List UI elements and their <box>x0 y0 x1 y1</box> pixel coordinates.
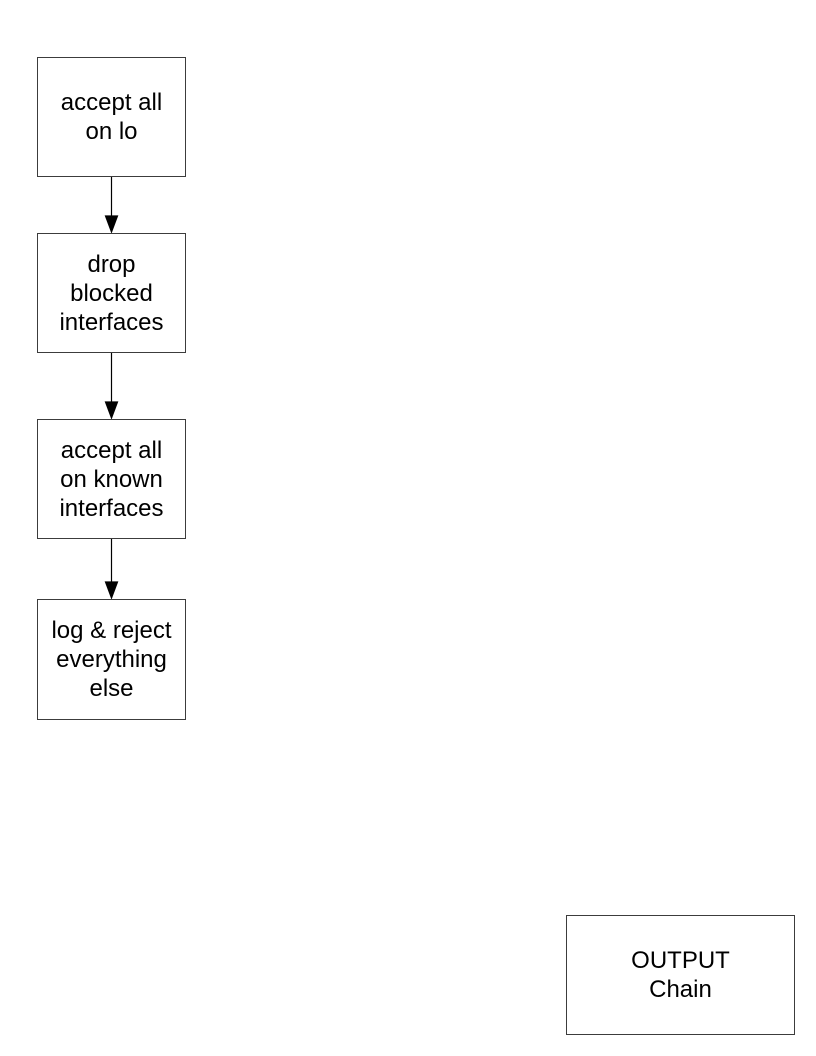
node-label: drop blocked interfaces <box>59 250 164 336</box>
node-label: accept all on known interfaces <box>59 436 164 522</box>
node-label: OUTPUT Chain <box>631 947 730 1003</box>
node-label: log & reject everything else <box>51 617 172 702</box>
node-accept-all-on-lo: accept all on lo <box>37 57 186 177</box>
arrowhead-1 <box>104 215 119 234</box>
node-log-and-reject-everything-else: log & reject everything else <box>37 599 186 720</box>
arrowhead-2 <box>104 401 119 420</box>
arrowhead-3 <box>104 581 119 600</box>
node-drop-blocked-interfaces: drop blocked interfaces <box>37 233 186 353</box>
node-output-chain: OUTPUT Chain <box>566 915 795 1035</box>
node-accept-all-on-known-interfaces: accept all on known interfaces <box>37 419 186 539</box>
node-label: accept all on lo <box>60 89 163 145</box>
